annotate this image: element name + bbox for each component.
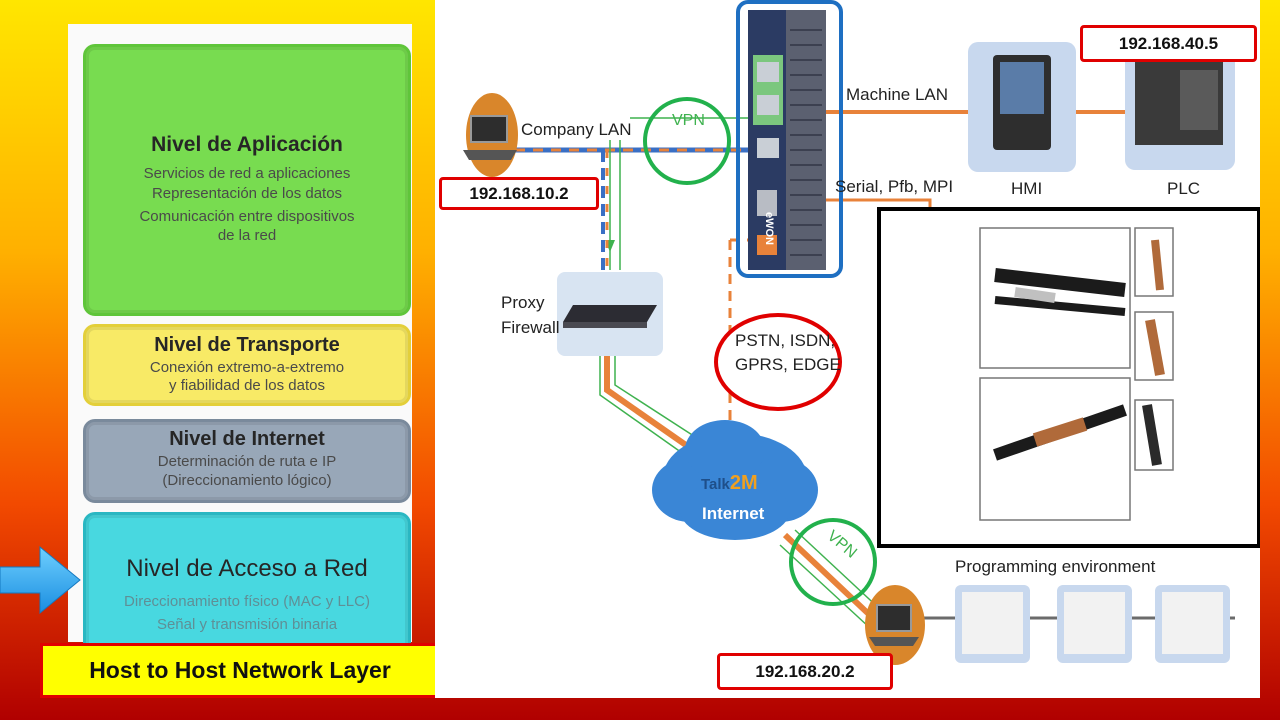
layer-application-desc-3: Comunicación entre dispositivos — [139, 208, 355, 225]
proxy-label: Proxy — [501, 293, 545, 312]
vpn-label-top: VPN — [672, 112, 705, 129]
router-brand-label: eWON — [763, 212, 775, 245]
layer-application: Nivel de Aplicación Servicios de red a a… — [83, 44, 411, 316]
layer-application-title: Nivel de Aplicación — [151, 133, 343, 156]
internet-programming-link — [782, 532, 878, 623]
firewall-label: Firewall — [501, 318, 560, 337]
layer-internet-desc-2: (Direccionamiento lógico) — [162, 472, 332, 489]
pstn-label-1: PSTN, ISDN, — [735, 331, 836, 350]
ip-company: 192.168.10.2 — [439, 177, 599, 210]
network-diagram: Company LAN VPN VPN Machine LAN Serial, … — [435, 0, 1260, 698]
cloud-brand-label: Talk2M — [701, 472, 758, 494]
layer-network-access: Nivel de Acceso a Red Direccionamiento f… — [83, 512, 411, 658]
layer-transport-title: Nivel de Transporte — [154, 334, 340, 356]
hmi-label: HMI — [1011, 179, 1043, 198]
layer-transport: Nivel de Transporte Conexión extremo-a-e… — [83, 324, 411, 406]
ip-programming: 192.168.20.2 — [717, 653, 893, 690]
router-highlight-box — [736, 0, 843, 278]
vpn-circle-bottom — [789, 518, 877, 606]
diagram-links — [463, 0, 1260, 665]
proxy-internet-link — [604, 355, 695, 453]
serial-label: Serial, Pfb, MPI — [835, 177, 954, 196]
machine-lan-label: Machine LAN — [846, 85, 949, 104]
layer-application-desc-1: Servicios de red a aplicaciones — [143, 165, 351, 182]
layer-transport-desc-2: y fiabilidad de los datos — [169, 377, 325, 394]
layer-application-desc-4: de la red — [217, 227, 277, 244]
layer-internet: Nivel de Internet Determinación de ruta … — [83, 419, 411, 503]
laptop-icon — [876, 604, 912, 632]
laptop-icon — [470, 115, 508, 143]
pstn-label-2: GPRS, EDGE — [735, 355, 841, 374]
layer-network-access-desc-1: Direccionamiento físico (MAC y LLC) — [124, 593, 370, 610]
osi-layer-panel: Nivel de Aplicación Servicios de red a a… — [68, 24, 412, 658]
pstn-highlight — [714, 313, 842, 411]
layer-internet-desc-1: Determinación de ruta e IP — [157, 453, 337, 470]
vpn-circle-top — [643, 97, 731, 185]
layer-application-desc-2: Representación de los datos — [151, 185, 343, 202]
internet-label: Internet — [702, 504, 765, 523]
programming-screenshots — [955, 585, 1230, 663]
internet-cloud — [652, 420, 818, 540]
company-lan-label: Company LAN — [521, 120, 632, 139]
pointer-arrow-icon — [0, 545, 81, 615]
layer-transport-desc-1: Conexión extremo-a-extremo — [149, 359, 345, 376]
coax-cable-image — [993, 239, 1165, 466]
ip-plc: 192.168.40.5 — [1080, 25, 1257, 62]
layer-network-access-title: Nivel de Acceso a Red — [126, 555, 368, 582]
plc-label: PLC — [1167, 179, 1201, 198]
layer-internet-title: Nivel de Internet — [169, 428, 325, 450]
host-to-host-label: Host to Host Network Layer — [40, 643, 440, 698]
layer-network-access-desc-2: Señal y transmisión binaria — [156, 616, 338, 633]
programming-env-label: Programming environment — [955, 557, 1156, 576]
